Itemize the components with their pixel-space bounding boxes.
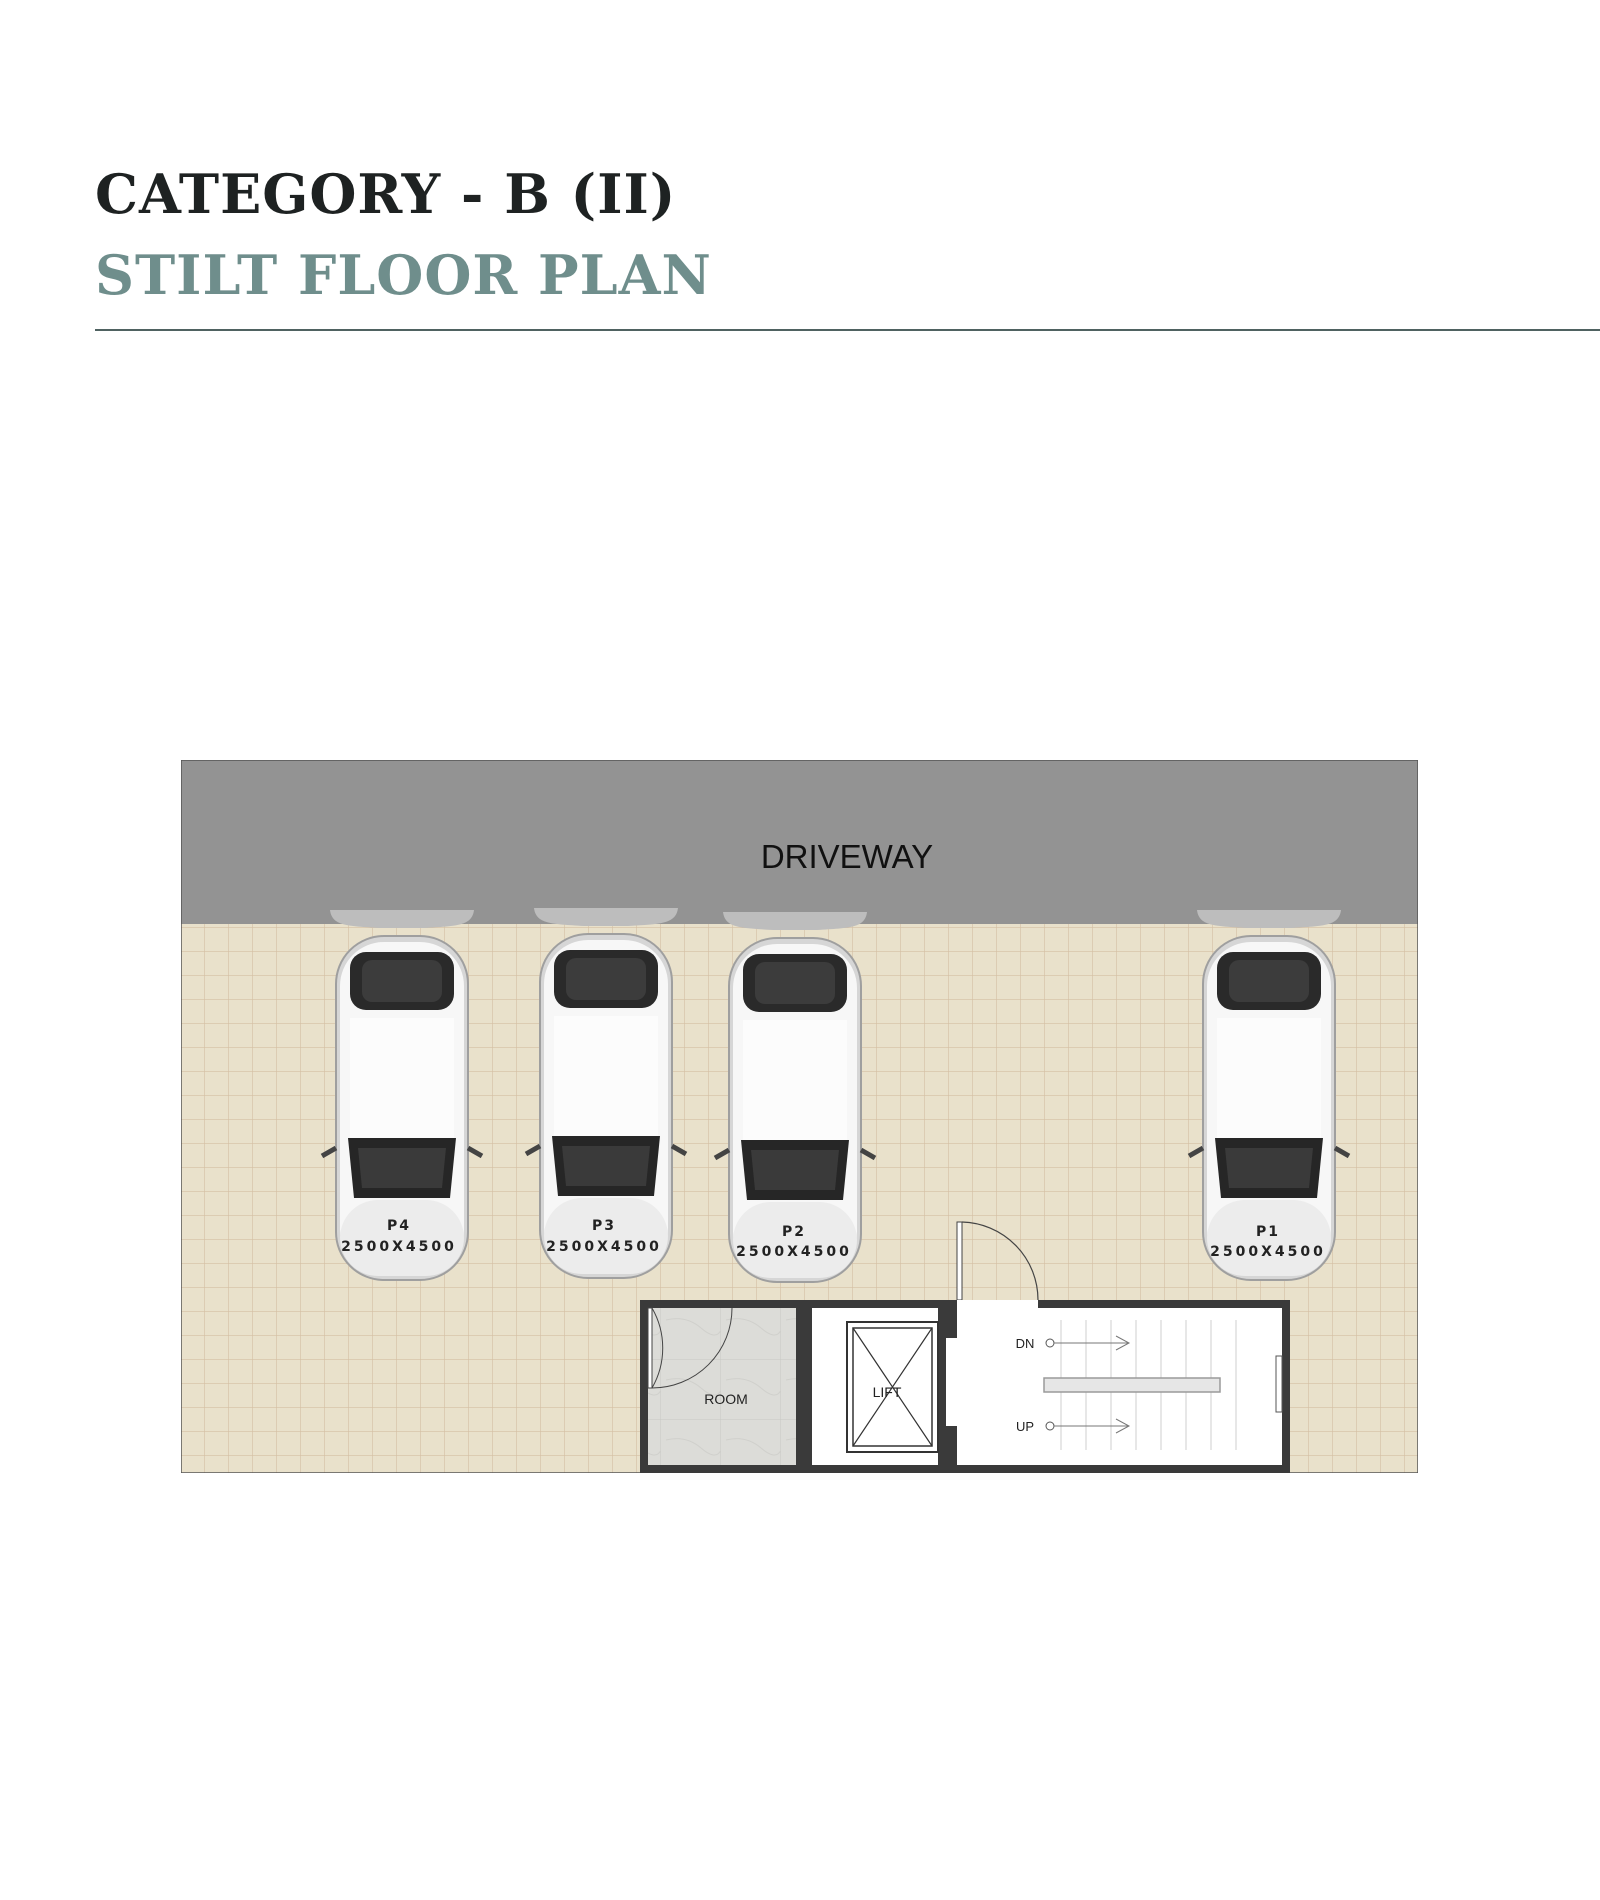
parking-label-p4: P4	[387, 1218, 411, 1234]
stair-down-label: DN	[1016, 1336, 1035, 1351]
driveway-label: DRIVEWAY	[761, 838, 933, 875]
stair-up-label: UP	[1016, 1419, 1034, 1434]
parking-space-p3: P3 2500X4500	[526, 908, 686, 1278]
parking-size-p2: 2500X4500	[736, 1244, 852, 1260]
parking-label-p2: P2	[782, 1224, 806, 1240]
header-divider	[95, 329, 1600, 331]
parking-space-p4: P4 2500X4500	[322, 910, 482, 1280]
core-block: ROOM LIFT DN UP	[640, 1221, 1290, 1473]
driveway-area	[181, 760, 1418, 924]
page-subtitle: STILT FLOOR PLAN	[95, 243, 712, 307]
parking-space-p1: P1 2500X4500	[1189, 910, 1349, 1280]
lift-label: LIFT	[873, 1384, 902, 1400]
page-title: CATEGORY - B (II)	[95, 162, 677, 226]
parking-size-p1: 2500X4500	[1210, 1244, 1326, 1260]
parking-size-p4: 2500X4500	[341, 1239, 457, 1255]
stilt-floor-plan: DRIVEWAY P4 2500X4500 P3 2500X4500 P2 25…	[181, 760, 1418, 1473]
parking-label-p3: P3	[592, 1218, 616, 1234]
room-floor	[642, 1303, 802, 1473]
room-label: ROOM	[704, 1391, 748, 1407]
parking-size-p3: 2500X4500	[546, 1239, 662, 1255]
lift-shaft-floor	[811, 1308, 955, 1470]
parking-label-p1: P1	[1256, 1224, 1280, 1240]
parking-space-p2: P2 2500X4500	[715, 912, 875, 1282]
